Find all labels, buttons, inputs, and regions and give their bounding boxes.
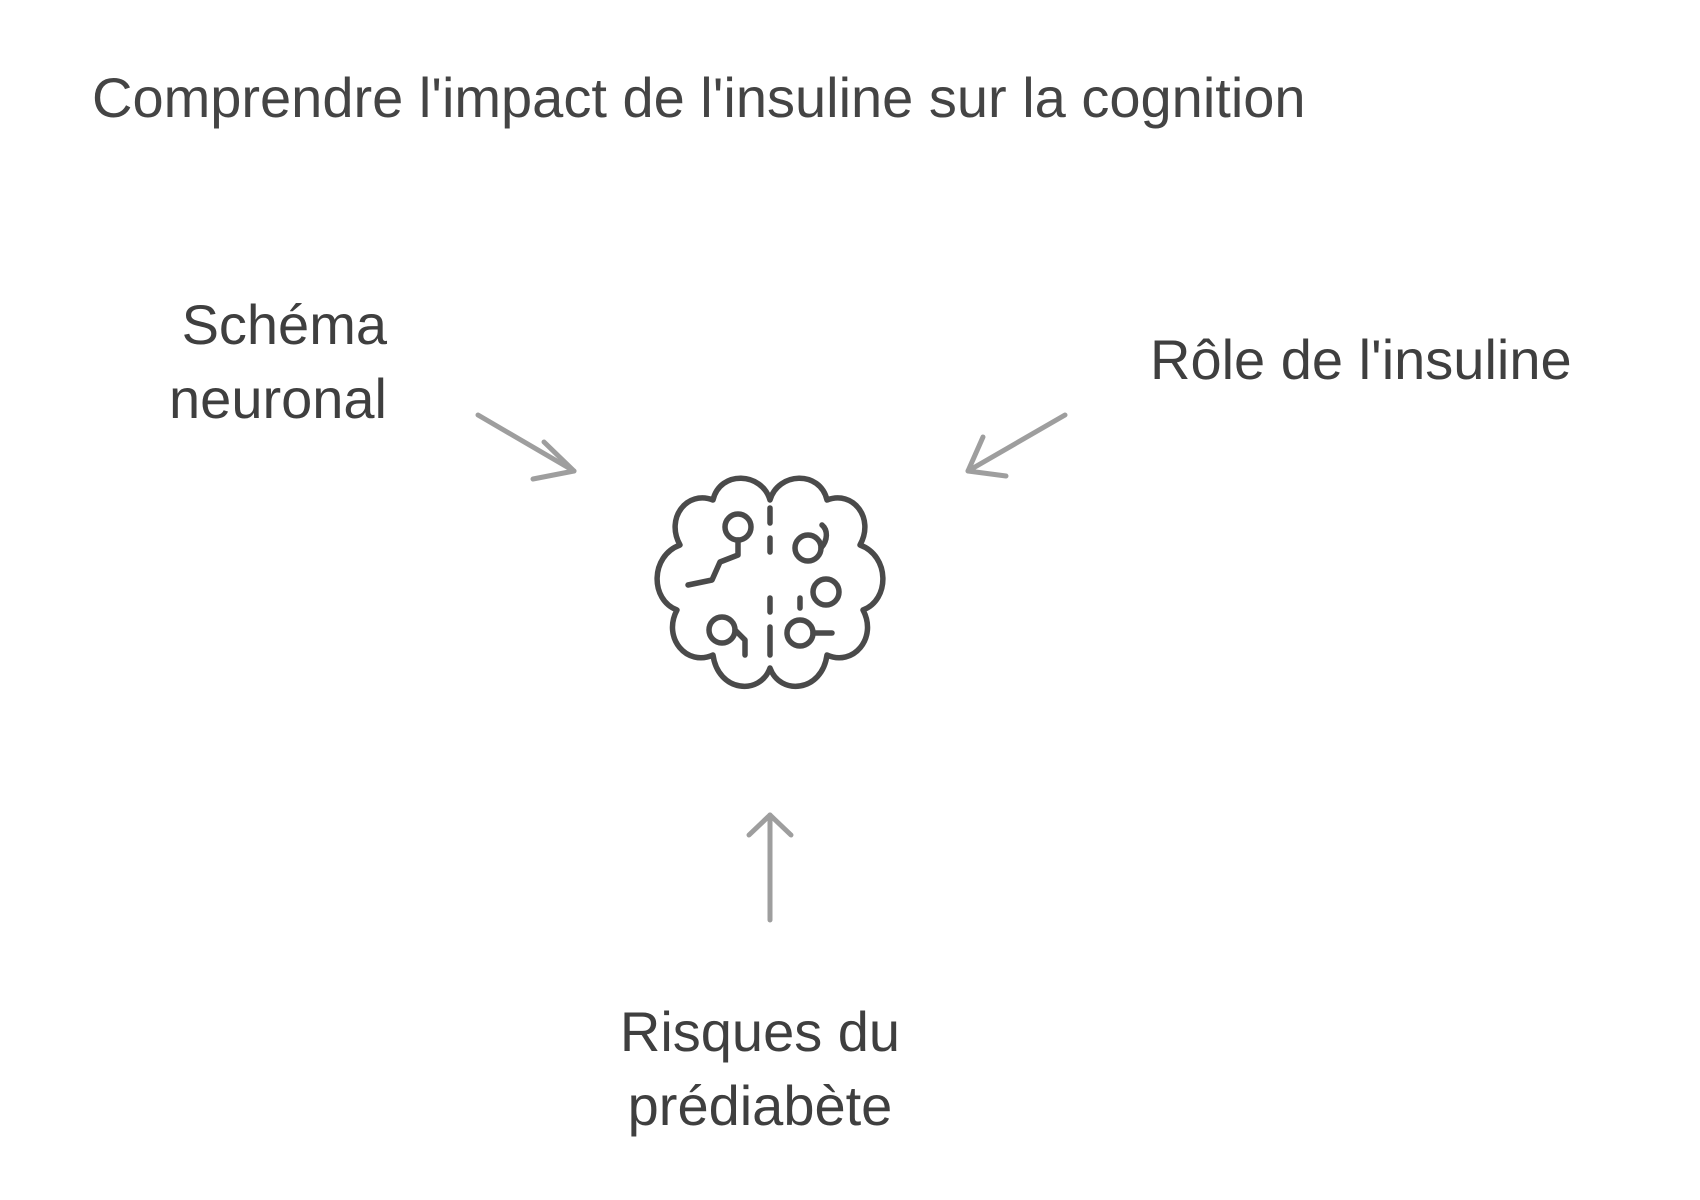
node-label-line: Schéma xyxy=(181,293,387,356)
page-title: Comprendre l'impact de l'insuline sur la… xyxy=(92,66,1306,129)
arrow-left-to-center xyxy=(475,412,577,482)
node-label-line: prédiabète xyxy=(627,1074,893,1137)
node-label-line: Rôle de l'insuline xyxy=(1150,328,1572,391)
node-label-line: neuronal xyxy=(169,367,387,430)
node-label-risques-prediabete: Risques du prédiabète xyxy=(560,995,960,1143)
node-label-schema-neuronal: Schéma neuronal xyxy=(169,288,387,436)
node-label-role-insuline: Rôle de l'insuline xyxy=(1150,323,1572,397)
arrow-bottom-to-center xyxy=(746,812,794,923)
arrow-right-to-center xyxy=(965,412,1068,479)
node-label-line: Risques du xyxy=(619,1000,901,1063)
brain-circuit-icon xyxy=(654,475,886,689)
